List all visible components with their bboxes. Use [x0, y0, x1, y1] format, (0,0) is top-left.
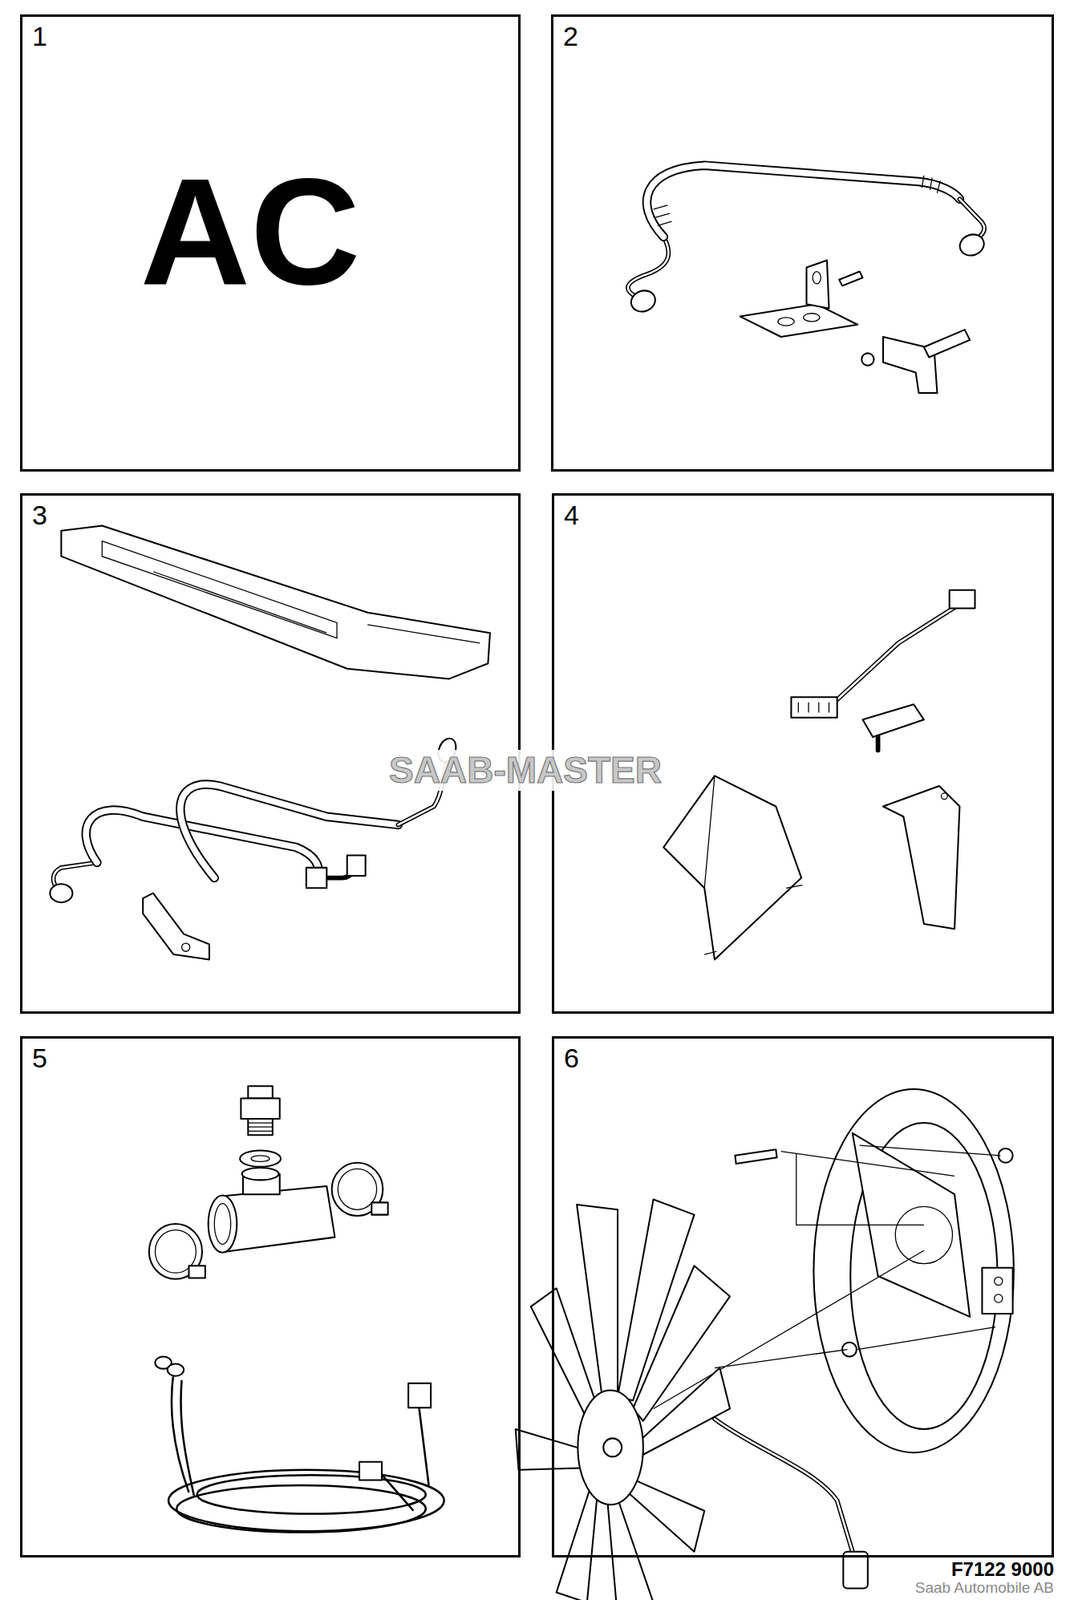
panel-number: 6 — [563, 1043, 580, 1074]
switch-kit — [149, 1086, 445, 1532]
panel-box: 1AC — [20, 14, 521, 472]
panel-number: 4 — [563, 500, 580, 531]
ac-hose-kit — [628, 165, 988, 394]
panel-number: 1 — [32, 21, 48, 52]
panel-number: 5 — [32, 1043, 48, 1074]
watermark: SAAB-MASTER — [385, 749, 665, 791]
panel-box: 5 — [20, 1036, 521, 1558]
electrical-kit — [663, 590, 975, 961]
panel-box: 2 — [551, 14, 1054, 472]
panel-heading: AC — [2, 147, 499, 316]
fan-kit — [515, 1089, 1014, 1600]
figure-number: F7122 9000 — [951, 1559, 1054, 1581]
hose-and-trim-kit — [49, 525, 491, 960]
copyright-note: Saab Automobile AB — [915, 1580, 1054, 1597]
panel-number: 3 — [32, 500, 48, 531]
panel-box: 6 — [551, 1036, 1054, 1558]
panel-number: 2 — [563, 21, 579, 52]
